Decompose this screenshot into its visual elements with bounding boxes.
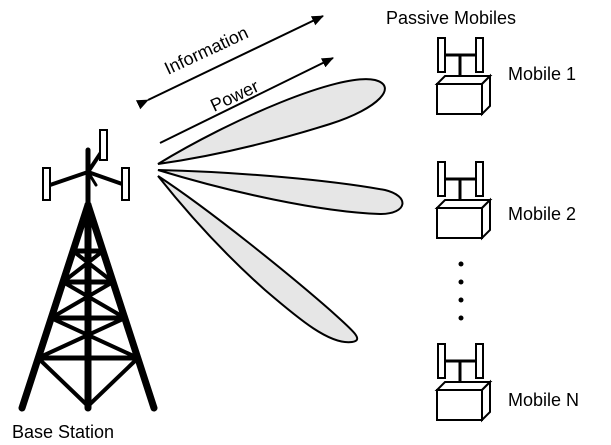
beam-lobe-2 — [157, 169, 404, 216]
mobile-1-icon — [434, 37, 493, 117]
tower-antenna-left-icon — [42, 167, 51, 201]
information-arrow — [135, 15, 324, 110]
mobile-n-icon — [434, 343, 493, 423]
mobile-1-label: Mobile 1 — [508, 64, 576, 84]
vertical-ellipsis-icon — [458, 261, 464, 321]
beam-lobe-3 — [157, 175, 359, 344]
passive-mobiles-title: Passive Mobiles — [386, 8, 516, 28]
base-station-label: Base Station — [12, 422, 114, 442]
beam-lobe-1 — [157, 78, 386, 165]
power-label: Power — [207, 76, 262, 116]
power-arrow — [159, 57, 334, 144]
mobile-2-label: Mobile 2 — [508, 204, 576, 224]
tower-antenna-top-icon — [99, 129, 108, 161]
base-station-tower — [18, 146, 158, 412]
mobile-n-label: Mobile N — [508, 390, 579, 410]
information-label: Information — [161, 22, 251, 78]
tower-antenna-right-icon — [121, 167, 130, 201]
mobile-2-icon — [434, 161, 493, 241]
